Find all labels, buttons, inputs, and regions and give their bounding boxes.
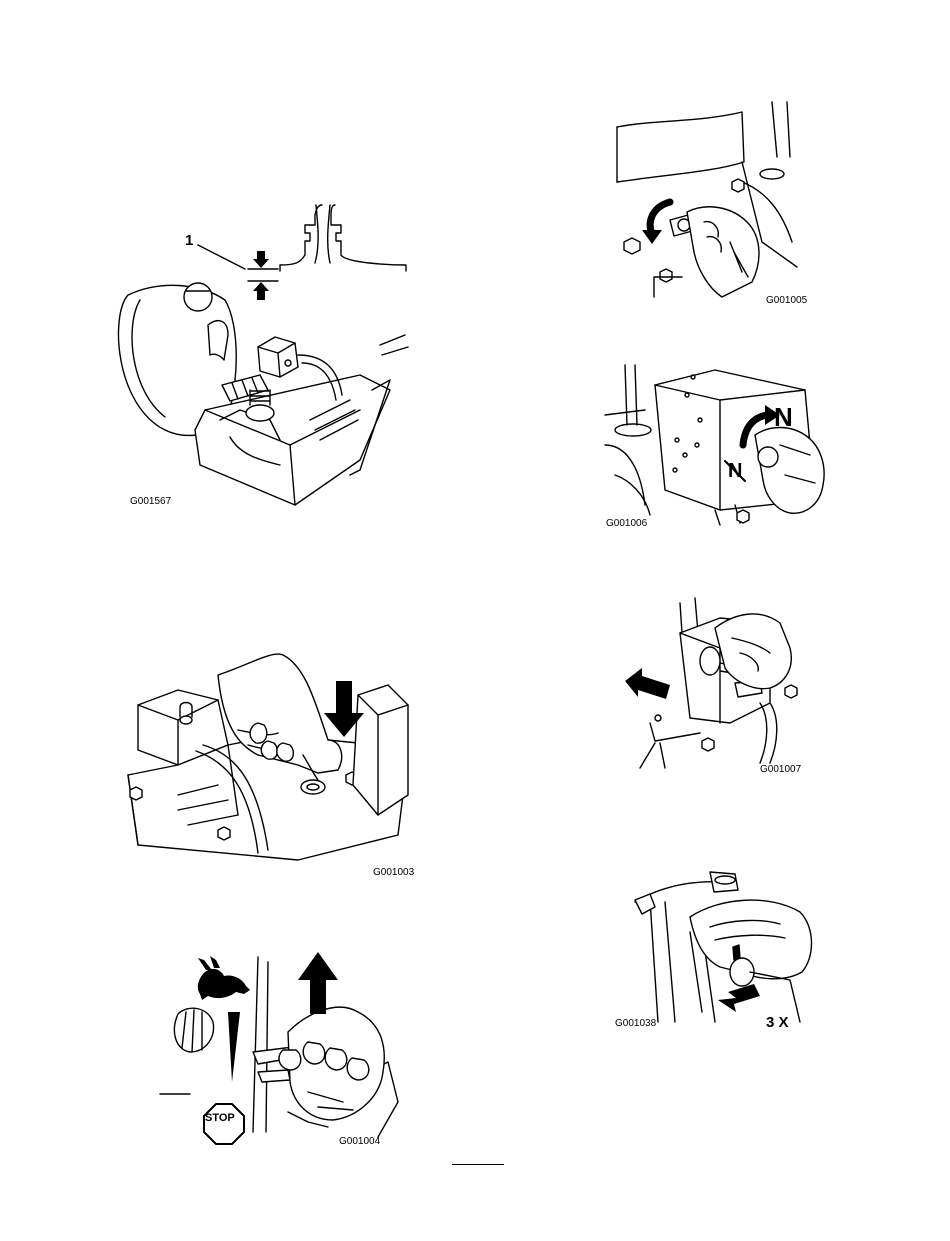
figure-code-G001038: G001038 (615, 1018, 656, 1029)
ignition-label-n: N (774, 402, 793, 433)
fuel-tank-illustration (110, 205, 410, 515)
times-label: 3 X (766, 1014, 789, 1031)
figure-code-G001005: G001005 (766, 295, 807, 306)
figure-code-G001007: G001007 (760, 764, 801, 775)
figure-prime-button (630, 872, 815, 1027)
prime-button-illustration (630, 872, 815, 1027)
figure-primer (118, 645, 413, 865)
figure-starter (620, 593, 810, 768)
starter-illustration (620, 593, 810, 768)
footer-divider (452, 1164, 504, 1165)
figure-code-G001003: G001003 (373, 867, 414, 878)
figure-code-G001567: G001567 (130, 496, 171, 507)
figure-code-G001004: G001004 (339, 1136, 380, 1147)
figure-code-G001006: G001006 (606, 518, 647, 529)
fuel-valve-illustration (612, 102, 812, 297)
figure-ignition: N (605, 365, 830, 530)
stop-sign-icon (204, 1104, 244, 1144)
stop-label: STOP (205, 1112, 235, 1124)
primer-illustration (118, 645, 413, 865)
choke-illustration (158, 952, 408, 1142)
callout-number: 1 (185, 232, 193, 249)
figure-fuel-tank (110, 205, 410, 515)
rabbit-icon (198, 956, 250, 1000)
figure-choke (158, 952, 408, 1142)
figure-fuel-valve (612, 102, 812, 297)
ignition-illustration: N (605, 365, 830, 530)
